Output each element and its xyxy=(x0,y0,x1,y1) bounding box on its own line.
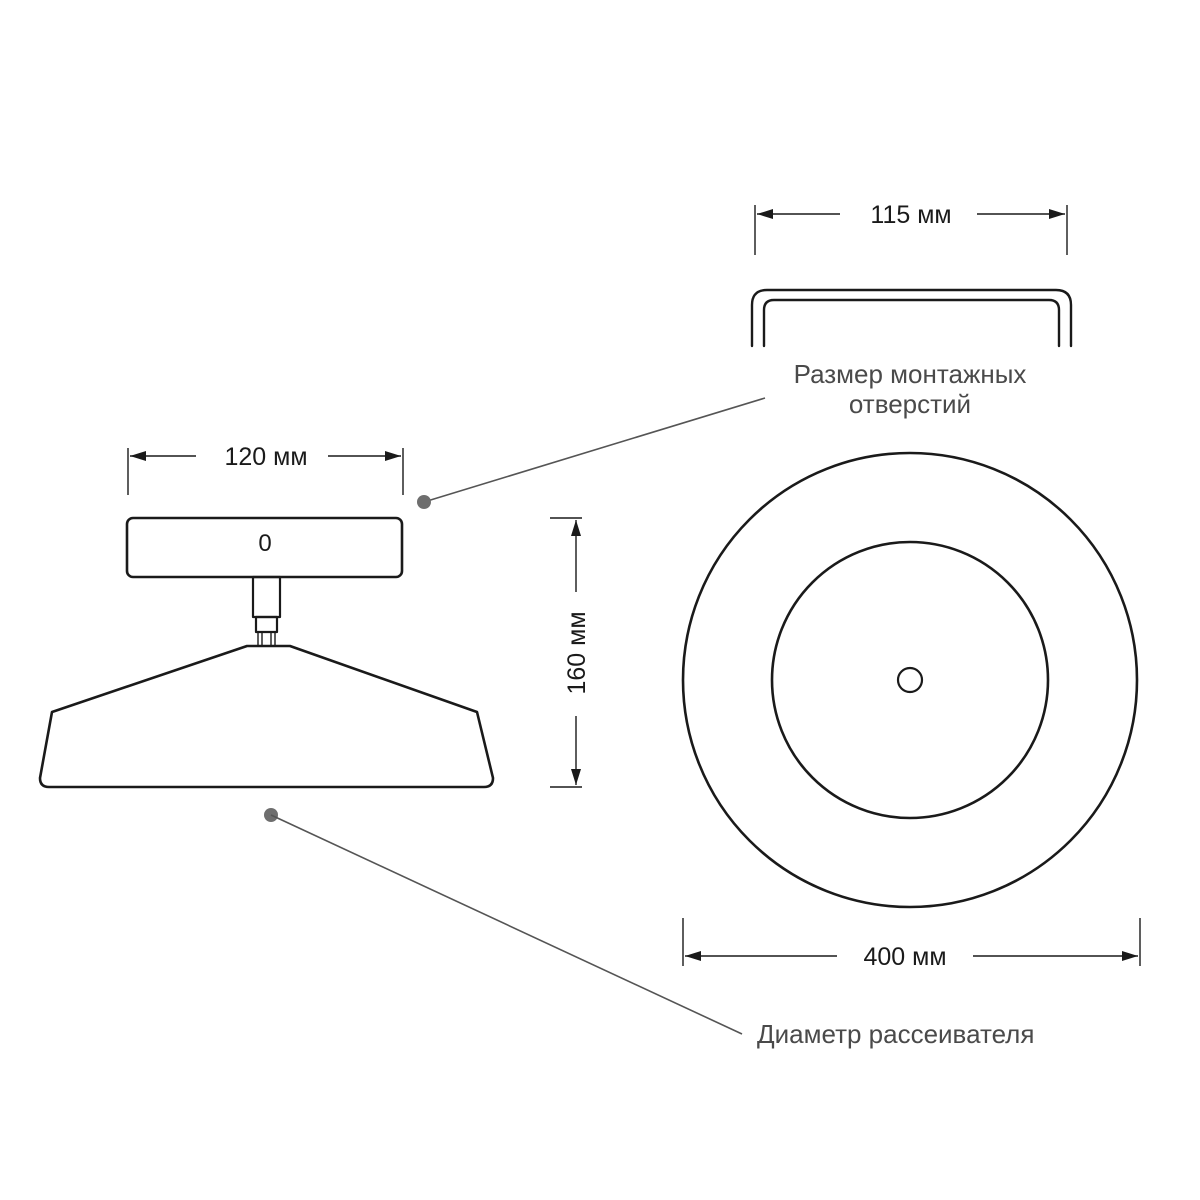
center-hole xyxy=(896,666,924,694)
mount-holes-note-line1: Размер монтажных xyxy=(794,359,1027,389)
mount-holes-note-line2: отверстий xyxy=(849,389,971,419)
lamp-side-view: 0 xyxy=(38,516,495,789)
diffuser-outer-circle xyxy=(681,451,1139,909)
height-dimension: 160 мм xyxy=(550,517,591,788)
height-label: 160 мм xyxy=(563,611,591,694)
diffuser-note-label: Диаметр рассеивателя xyxy=(757,1019,1034,1049)
mount-holes-note: Размер монтажных отверстий xyxy=(417,359,1026,509)
diameter-dimension: 400 мм xyxy=(682,918,1141,971)
mount-holes-dimension: 115 мм xyxy=(754,201,1068,255)
mounting-bracket xyxy=(750,288,1073,348)
mount-holes-leader-line xyxy=(423,397,766,503)
diffuser-shade xyxy=(38,644,495,789)
lamp-top-view xyxy=(681,451,1139,909)
canopy-circle xyxy=(770,540,1050,820)
canopy-width-dimension: 120 мм xyxy=(127,443,404,495)
diameter-label: 400 мм xyxy=(863,943,946,971)
diffuser-leader-line xyxy=(270,814,743,1035)
canopy-width-label: 120 мм xyxy=(224,443,307,471)
diffuser-note: Диаметр рассеивателя xyxy=(264,808,1034,1049)
canopy-mark: 0 xyxy=(258,530,271,557)
mount-holes-leader-dot xyxy=(417,495,431,509)
mount-holes-width-label: 115 мм xyxy=(870,201,951,229)
lamp-stem xyxy=(251,575,282,645)
